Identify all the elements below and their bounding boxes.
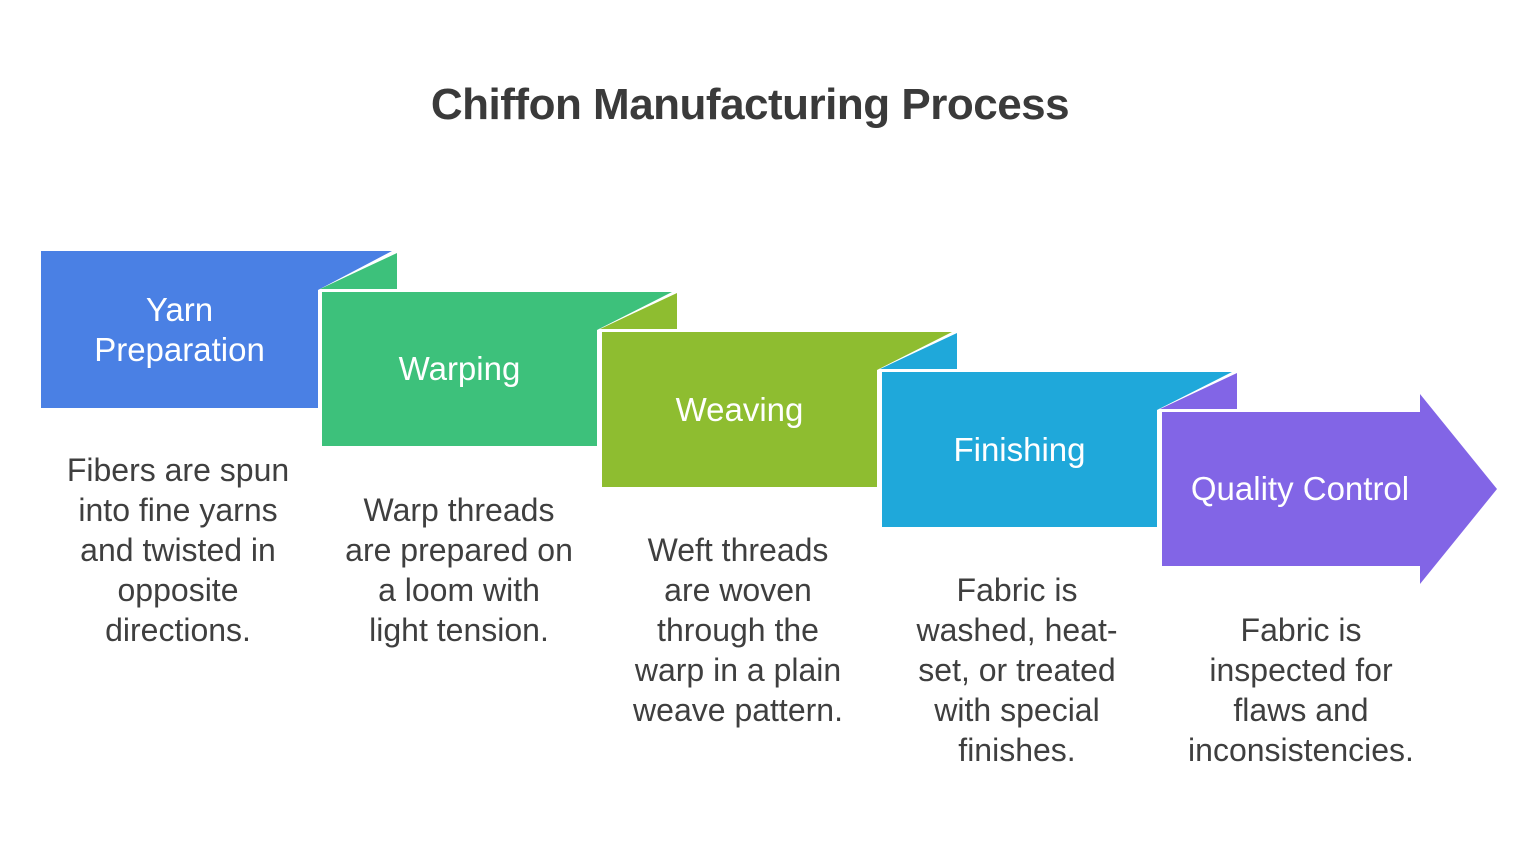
step-shape-quality-control-arrow — [1162, 394, 1497, 584]
description-line: into fine yarns — [78, 492, 278, 528]
description-line: through the — [657, 612, 819, 648]
description-line: warp in a plain — [634, 652, 842, 688]
description-line: are prepared on — [345, 532, 573, 568]
description-line: light tension. — [369, 612, 549, 648]
fold-triangle-finishing — [880, 333, 957, 369]
description-line: a loom with — [378, 572, 540, 608]
description-line: flaws and — [1233, 692, 1369, 728]
step-shape-finishing — [882, 372, 1232, 527]
step-description-warping: Warp threads are prepared on a loom with… — [309, 490, 609, 650]
description-line: inconsistencies. — [1188, 732, 1414, 768]
description-line: set, or treated — [918, 652, 1116, 688]
fold-triangle-warping — [320, 253, 397, 289]
description-line: Warp threads — [363, 492, 555, 528]
step-description-weaving: Weft threads are woven through the warp … — [588, 530, 888, 730]
step-label-line: Preparation — [94, 331, 265, 368]
description-line: with special — [934, 692, 1100, 728]
description-line: inspected for — [1209, 652, 1393, 688]
description-line: Weft threads — [647, 532, 829, 568]
step-label-yarn-preparation: Yarn Preparation — [41, 290, 318, 370]
fold-triangle-weaving — [600, 293, 677, 329]
description-line: Fabric is — [1240, 612, 1362, 648]
description-line: weave pattern. — [633, 692, 843, 728]
step-label-line: Yarn — [145, 291, 214, 328]
description-line: finishes. — [958, 732, 1076, 768]
description-line: are woven — [664, 572, 812, 608]
step-shape-yarn-preparation — [41, 251, 392, 408]
description-line: opposite — [117, 572, 239, 608]
step-shape-warping — [322, 292, 672, 446]
step-label-weaving: Weaving — [675, 391, 804, 428]
step-label-quality-control: Quality Control — [1190, 470, 1410, 507]
fold-triangle-quality-control — [1160, 373, 1237, 409]
description-line: Fibers are spun — [66, 452, 290, 488]
step-description-yarn-preparation: Fibers are spun into fine yarns and twis… — [28, 450, 328, 650]
description-line: Fabric is — [956, 572, 1078, 608]
description-line: directions. — [105, 612, 251, 648]
description-line: and twisted in — [80, 532, 276, 568]
step-shape-weaving — [602, 332, 952, 487]
description-line: washed, heat- — [916, 612, 1118, 648]
step-description-finishing: Fabric is washed, heat- set, or treated … — [867, 570, 1167, 770]
step-label-finishing: Finishing — [953, 431, 1086, 468]
page-title: Chiffon Manufacturing Process — [430, 80, 1070, 129]
step-label-warping: Warping — [398, 350, 521, 387]
step-description-quality-control: Fabric is inspected for flaws and incons… — [1151, 610, 1451, 770]
